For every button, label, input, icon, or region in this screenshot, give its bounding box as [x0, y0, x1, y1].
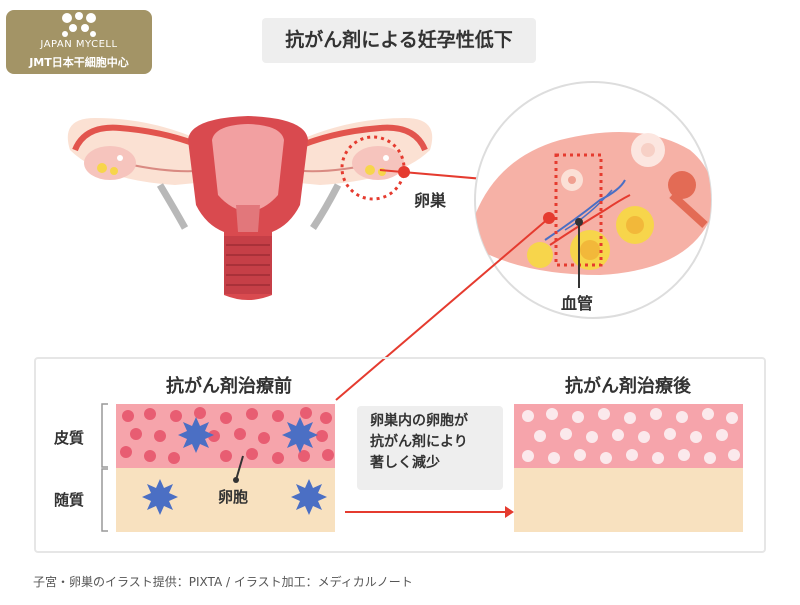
after-tissue-block: [514, 404, 743, 532]
uterus-illustration: [67, 116, 433, 300]
ovary-magnified-view: [474, 81, 712, 319]
reduction-note: 卵巣内の卵胞が 抗がん剤により 著しく減少: [357, 406, 503, 490]
follicle-star-icon: [291, 479, 327, 515]
before-heading: 抗がん剤治療前: [166, 376, 292, 397]
image-credit: 子宮・卵巣のイラスト提供：PIXTA / イラスト加工：メディカルノート: [33, 575, 413, 589]
comparison-panel: [34, 357, 766, 553]
before-tissue-block: [116, 404, 335, 532]
page-title: 抗がん剤による妊孕性低下: [262, 18, 536, 63]
note-line: 著しく減少: [370, 455, 440, 471]
arrow-right-icon: [505, 506, 514, 518]
follicle-star-icon: [178, 417, 214, 453]
follicle-star-icon: [142, 479, 178, 515]
logo-text-jp: JMT日本干細胞中心: [29, 56, 129, 69]
note-line: 卵巣内の卵胞が: [370, 413, 468, 429]
logo-text-en: JAPAN MYCELL: [40, 39, 118, 50]
note-line: 抗がん剤により: [370, 434, 468, 450]
mycell-logo-icon: [62, 12, 96, 37]
ovary-pointer-dot: [398, 166, 410, 178]
jmt-logo: JAPAN MYCELL JMT日本干細胞中心: [6, 10, 152, 74]
ovary-label: 卵巣: [414, 191, 447, 210]
after-heading: 抗がん剤治療後: [565, 376, 691, 397]
follicle-star-icon: [282, 417, 318, 453]
vessel-label: 血管: [561, 294, 594, 313]
medulla-label: 随質: [54, 491, 85, 509]
cortex-label: 皮質: [54, 429, 85, 447]
magnified-pointer-dot: [543, 212, 555, 224]
follicle-label: 卵胞: [218, 488, 249, 506]
